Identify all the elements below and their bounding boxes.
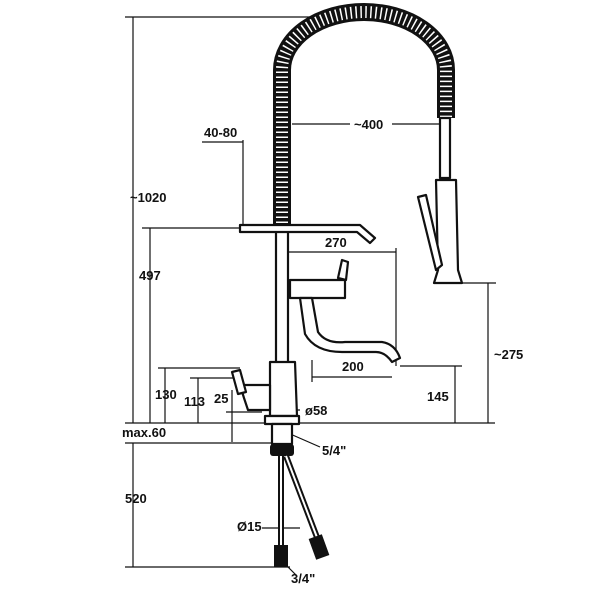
label-base-height: 25 [214, 391, 228, 406]
label-total-height: ~1020 [130, 190, 167, 205]
label-hose-length: 520 [125, 491, 147, 506]
label-spout-reach-upper: 270 [325, 235, 347, 250]
label-lever-height: 130 [155, 387, 177, 402]
label-max-counter: max.60 [122, 425, 166, 440]
label-arm-height: 497 [139, 268, 161, 283]
label-spray-height: ~275 [494, 347, 523, 362]
label-shank-thread: 5/4" [322, 443, 346, 458]
label-arm-offset: 40-80 [204, 125, 237, 140]
label-base-diameter: ø58 [305, 403, 327, 418]
dimension-labels: ~1020 40-80 ~400 497 270 ~275 200 130 11… [122, 117, 523, 586]
label-spout-reach-lower: 200 [342, 359, 364, 374]
label-hose-diameter: Ø15 [237, 519, 262, 534]
label-spout-height: 145 [427, 389, 449, 404]
label-handle-height: 113 [184, 394, 205, 409]
dimension-lines [125, 16, 496, 576]
faucet-body [230, 3, 464, 567]
label-hose-reach: ~400 [354, 117, 383, 132]
label-hose-thread: 3/4" [291, 571, 315, 586]
